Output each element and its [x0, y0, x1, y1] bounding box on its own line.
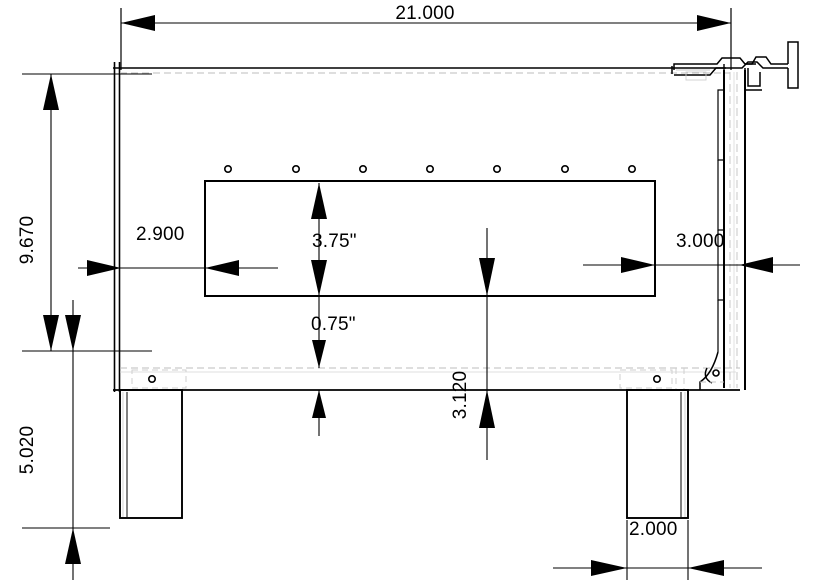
arrow-21-right: [697, 15, 731, 31]
arrow-300-left: [621, 257, 655, 273]
corner-hole: [712, 369, 720, 377]
arrow-312-down: [479, 258, 495, 296]
top-bracket-detail: [671, 41, 799, 91]
top-hole-5: [492, 165, 501, 174]
top-hole-3: [358, 165, 367, 174]
dim-label-center-height: 3.120: [450, 371, 471, 420]
bracket-lower-profile: [674, 61, 788, 76]
left-leg-outline: [119, 389, 183, 519]
dimension-overall-height: 9.670: [17, 73, 152, 352]
center-cutout-outline: [204, 180, 656, 297]
dim-label-overall-width: 21.000: [395, 3, 454, 24]
arrow-502-top: [65, 315, 81, 351]
hole-features: [148, 165, 720, 383]
dimension-overall-width: 21.000: [120, 3, 732, 70]
bottom-hole-2: [652, 374, 661, 383]
bottom-hole-1: [148, 374, 157, 383]
dim-label-right-offset: 3.000: [676, 231, 725, 252]
top-hole-2: [291, 165, 300, 174]
dimension-cutout-height: 3.75": [311, 183, 357, 296]
top-hole-6: [560, 165, 569, 174]
right-leg-outline: [626, 389, 689, 519]
arrow-200-right: [688, 560, 724, 576]
band-hidden-box-right: [619, 369, 673, 389]
arrow-075-up: [312, 390, 326, 418]
arrow-967-bottom: [43, 315, 59, 351]
dim-label-cutout-height: 3.75": [312, 231, 357, 252]
top-hole-4: [425, 165, 434, 174]
bracket-inner-tab: [747, 68, 761, 87]
arrow-502-bottom: [65, 528, 81, 564]
arrow-967-top: [43, 74, 59, 110]
top-hole-1: [224, 165, 233, 174]
dim-label-leg-width: 2.000: [629, 519, 678, 540]
dimension-lower-height: 5.020: [17, 300, 110, 580]
arrow-290-right: [205, 260, 239, 276]
arrow-312-up: [479, 390, 495, 428]
dim-label-lower-height: 5.020: [17, 426, 38, 475]
arrow-375-top: [311, 183, 327, 219]
band-hidden-box-left: [131, 369, 187, 389]
arrow-290-left: [87, 260, 121, 276]
dim-label-left-offset: 2.900: [136, 224, 185, 245]
arrow-375-bottom: [311, 260, 327, 296]
dim-label-band-height: 0.75": [311, 314, 356, 335]
dimension-band-height: 0.75": [311, 296, 356, 436]
arrow-300-right: [739, 257, 773, 273]
arrow-075-down: [312, 340, 326, 368]
dimension-right-offset: 3.000: [583, 231, 800, 273]
bracket-right-flange: [787, 41, 799, 89]
dimension-center-height: 3.120: [450, 228, 495, 460]
center-cutout-rect: [204, 180, 656, 297]
dimension-leg-width: 2.000: [553, 519, 762, 580]
right-post-geometry: [699, 70, 746, 390]
top-hole-7: [627, 165, 636, 174]
bracket-inner-tab-2: [744, 68, 762, 91]
arrow-21-left: [121, 15, 155, 31]
dimension-left-offset: 2.900: [78, 224, 278, 276]
post-step-1: [717, 89, 724, 161]
legs-geometry: [119, 389, 689, 519]
bracket-hidden-box: [685, 71, 707, 81]
arrow-200-left: [591, 560, 627, 576]
band-hidden-details: [131, 368, 685, 390]
dim-label-overall-height: 9.670: [17, 216, 38, 265]
